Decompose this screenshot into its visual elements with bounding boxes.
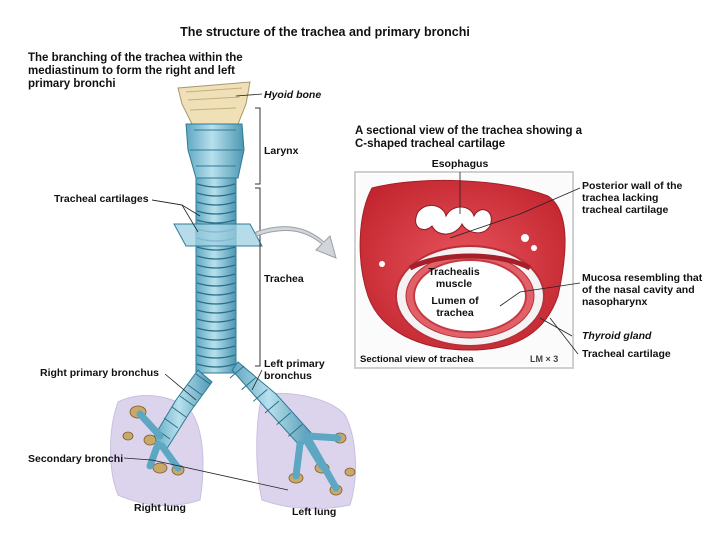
bronchus-ring <box>288 423 303 437</box>
tracheal-ring <box>196 363 236 368</box>
leader-lines-left <box>123 93 289 491</box>
bronchus-ring <box>253 388 268 402</box>
tracheal-ring <box>196 273 236 278</box>
label-secondary-bronchi: Secondary bronchi <box>28 453 124 465</box>
label-posterior-wall: Posterior wall of the trachea lacking tr… <box>582 180 683 216</box>
bronchus-ring <box>229 365 245 379</box>
tracheal-ring <box>196 300 236 305</box>
label-lumen: Lumen of trachea <box>431 295 479 319</box>
label-left-primary-bronchus: Left primary bronchus <box>264 358 325 382</box>
tracheal-ring <box>196 345 236 350</box>
right-panel-heading: A sectional view of the trachea showing … <box>355 125 583 150</box>
tracheal-ring <box>196 255 236 260</box>
bronchial-rings <box>155 365 303 440</box>
tracheal-ring <box>196 336 236 341</box>
inset-caption: Sectional view of trachea <box>360 354 474 365</box>
tracheal-ring <box>196 219 236 224</box>
tracheal-ring <box>196 210 236 215</box>
label-tracheal-cartilage: Tracheal cartilage <box>582 348 671 360</box>
hyoid-bone-shape <box>177 81 251 125</box>
label-mucosa: Mucosa resembling that of the nasal cavi… <box>582 272 703 308</box>
tracheal-ring <box>196 327 236 332</box>
label-thyroid-gland: Thyroid gland <box>582 330 652 342</box>
magnification-label: LM × 3 <box>530 354 559 364</box>
bronchus-ring <box>264 400 280 414</box>
label-right-primary-bronchus: Right primary bronchus <box>40 367 160 379</box>
label-tracheal-cartilages: Tracheal cartilages <box>54 193 149 205</box>
left-panel-heading: The branching of the trachea within the … <box>28 52 243 90</box>
tracheal-ring <box>196 318 236 323</box>
secondary-bronchi-tubes <box>136 410 342 492</box>
tracheal-ring <box>196 291 236 296</box>
label-trachealis-muscle: Trachealis muscle <box>428 266 480 290</box>
section-plane <box>173 223 263 247</box>
bronchus-ring <box>171 406 187 418</box>
figure-title: The structure of the trachea and primary… <box>180 25 470 39</box>
tracheal-ring <box>196 264 236 269</box>
tracheal-ring <box>196 183 236 188</box>
label-hyoid-bone: Hyoid bone <box>264 89 322 101</box>
bronchus-ring <box>187 384 203 396</box>
bronchus-ring <box>163 417 179 429</box>
region-brackets <box>255 107 261 367</box>
bronchus-ring <box>276 412 291 426</box>
label-right-lung: Right lung <box>134 502 186 514</box>
label-trachea: Trachea <box>264 273 304 285</box>
bronchus-ring <box>241 377 256 391</box>
tracheal-ring <box>196 246 236 251</box>
larynx-shape <box>185 123 245 179</box>
tracheal-ring <box>196 282 236 287</box>
label-left-lung: Left lung <box>292 506 337 518</box>
tracheal-ring <box>196 309 236 314</box>
tracheal-ring <box>196 192 236 197</box>
label-esophagus: Esophagus <box>431 158 489 170</box>
tracheal-ring <box>196 201 236 206</box>
label-larynx: Larynx <box>264 145 299 157</box>
arrow-to-inset <box>255 226 337 259</box>
bronchus-ring <box>195 373 211 385</box>
inset-panel <box>354 171 574 369</box>
leader-lines-right <box>449 172 581 355</box>
bronchus-ring <box>179 395 195 407</box>
tracheal-ring <box>196 354 236 359</box>
